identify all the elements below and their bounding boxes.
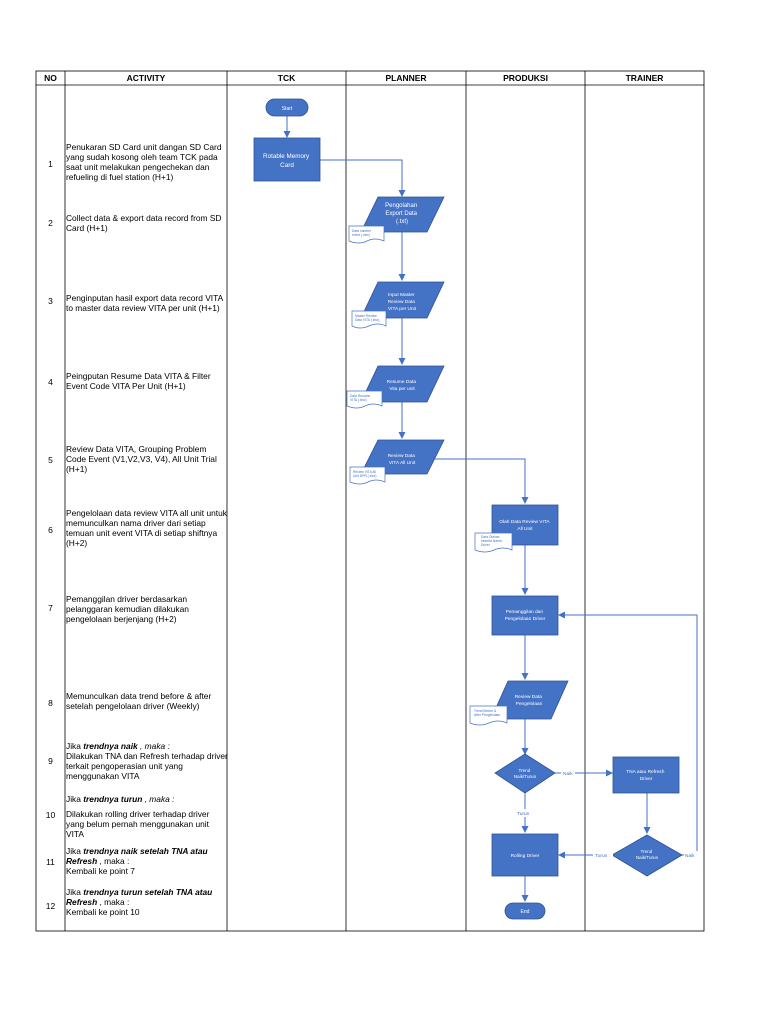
row-number: 3 (48, 296, 53, 306)
activity-text: Dilakukan rolling driver terhadap driver… (66, 809, 210, 839)
activity-text: Penginputan hasil export data record VIT… (66, 293, 223, 313)
activity-text: Review Data VITA, Grouping Problem Code … (66, 444, 217, 474)
trend1-label: Trend Naik/Turun (514, 768, 537, 779)
tna-label: TNA atau Refresh Driver (626, 769, 665, 782)
olah-label: Olah Data Review VITA All Unit (499, 519, 550, 532)
start-label: Start (282, 106, 293, 112)
row-number: 4 (48, 377, 53, 387)
header-tck: TCK (277, 73, 296, 83)
trend1-decision (494, 753, 556, 794)
trend2-decision (611, 834, 683, 877)
header-activity: ACTIVITY (126, 73, 166, 83)
activity-text: Jika trendnya turun , maka : (66, 794, 175, 804)
pengolahan-label: Pengolahan Export Data (.txt) (385, 203, 419, 225)
activity-text: Jika trendnya turun setelah TNA atau Ref… (66, 887, 213, 917)
rolling-label: Rolling Driver (511, 853, 540, 859)
row-number: 10 (45, 810, 56, 820)
trend2-label: Trend Naik/Turun (636, 849, 659, 860)
end-terminator (504, 902, 546, 920)
start-terminator (265, 98, 309, 117)
header-trainer: TRAINER (625, 73, 664, 83)
activity-text: Jika trendnya naik , maka : Dilakukan TN… (66, 741, 228, 781)
review-pengelolaan-label: Review Data Pengelolaan (515, 694, 544, 707)
rotable-label: Rotable Memory Card (263, 153, 311, 169)
row-number: 9 (48, 756, 53, 766)
resume-doc-shape (346, 390, 383, 409)
edge-label-bg (515, 769, 698, 859)
edge-turun2: Turun (595, 853, 608, 859)
activity-text: Jika trendnya naik setelah TNA atau Refr… (66, 846, 208, 876)
activity-text: Pengelolaan data review VITA all unit un… (66, 508, 227, 548)
row-number: 6 (48, 525, 53, 535)
pemanggilan-process (491, 595, 559, 636)
edge-naik2: Naik (685, 853, 695, 859)
table-grid (35, 70, 705, 932)
resume-label: Resume Data Vita per unit (387, 379, 418, 392)
edge-turun1: Turun (517, 811, 530, 817)
input-master-doc-shape (351, 310, 387, 329)
activity-text: Peingputan Resume Data VITA & Filter Eve… (66, 371, 211, 391)
activity-text: Collect data & export data record from S… (66, 213, 222, 233)
header-planner: PLANNER (385, 73, 427, 83)
pemanggilan-label: Pemanggilan dan Pengelolaan Driver (505, 609, 546, 622)
pengolahan-doc-shape (348, 225, 385, 244)
end-label: End (521, 909, 530, 915)
documents (346, 225, 513, 726)
shapes (253, 98, 683, 920)
rotable-process (253, 137, 321, 182)
input-master-label: Input Master Review Data VITA per Unit (388, 292, 417, 312)
row-number: 11 (46, 857, 55, 867)
review-all-doc-shape (349, 466, 386, 485)
review-all-label: Review Data VITA All Unit (388, 453, 417, 466)
activity-text: Penukaran SD Card unit dangan SD Card ya… (66, 142, 222, 182)
activity-text: Memunculkan data trend before & after se… (66, 691, 212, 711)
review-all-data-shape (360, 439, 445, 475)
pengolahan-data-shape (360, 196, 445, 233)
header-no: NO (44, 73, 57, 83)
row-number: 7 (48, 603, 53, 613)
input-master-data-shape (360, 281, 445, 319)
olah-doc-shape (474, 532, 513, 553)
header-produksi: PRODUKSI (503, 73, 548, 83)
row-number: 8 (48, 698, 53, 708)
activity-text: Pemanggilan driver berdasarkan pelanggar… (66, 594, 189, 624)
row-number: 5 (48, 455, 53, 465)
edge-naik1: Naik (563, 771, 573, 777)
review-pengelolaan-doc-shape (469, 705, 508, 726)
row-number: 12 (45, 901, 56, 911)
row-number: 1 (48, 159, 53, 169)
rolling-process (491, 833, 559, 877)
row-number: 2 (48, 218, 53, 228)
review-pengelolaan-doc-label: Trend Before &After Pengelolaan (474, 709, 500, 717)
tna-process (612, 756, 680, 794)
